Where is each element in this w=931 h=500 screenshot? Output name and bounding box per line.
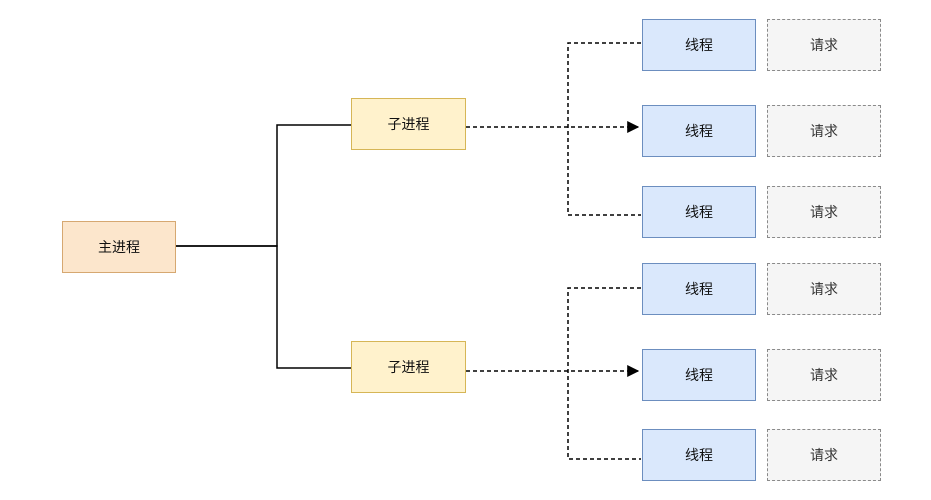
child-process-node-2: 子进程 [351, 341, 466, 393]
thread-label: 线程 [685, 368, 713, 384]
thread-label: 线程 [685, 282, 713, 298]
child-process-label: 子进程 [387, 117, 430, 133]
thread-node: 线程 [642, 105, 756, 157]
child2-thread-bracket [567, 287, 641, 460]
child-process-node-1: 子进程 [351, 98, 466, 150]
request-label: 请求 [810, 124, 838, 140]
request-node: 请求 [767, 19, 881, 71]
child-process-label: 子进程 [387, 360, 430, 376]
main-process-node: 主进程 [62, 221, 176, 273]
request-label: 请求 [810, 38, 838, 54]
request-node: 请求 [767, 105, 881, 157]
thread-label: 线程 [685, 448, 713, 464]
request-node: 请求 [767, 263, 881, 315]
child1-thread-bracket [567, 42, 641, 216]
thread-label: 线程 [685, 38, 713, 54]
thread-node: 线程 [642, 19, 756, 71]
main-to-child-connector-2 [176, 245, 351, 369]
thread-label: 线程 [685, 205, 713, 221]
thread-node: 线程 [642, 263, 756, 315]
thread-node: 线程 [642, 349, 756, 401]
thread-label: 线程 [685, 124, 713, 140]
main-process-label: 主进程 [98, 240, 140, 256]
request-node: 请求 [767, 429, 881, 481]
thread-node: 线程 [642, 186, 756, 238]
request-label: 请求 [810, 448, 838, 464]
request-label: 请求 [810, 368, 838, 384]
request-node: 请求 [767, 349, 881, 401]
main-to-child-connector-1 [176, 124, 351, 247]
request-label: 请求 [810, 282, 838, 298]
request-label: 请求 [810, 205, 838, 221]
thread-node: 线程 [642, 429, 756, 481]
request-node: 请求 [767, 186, 881, 238]
